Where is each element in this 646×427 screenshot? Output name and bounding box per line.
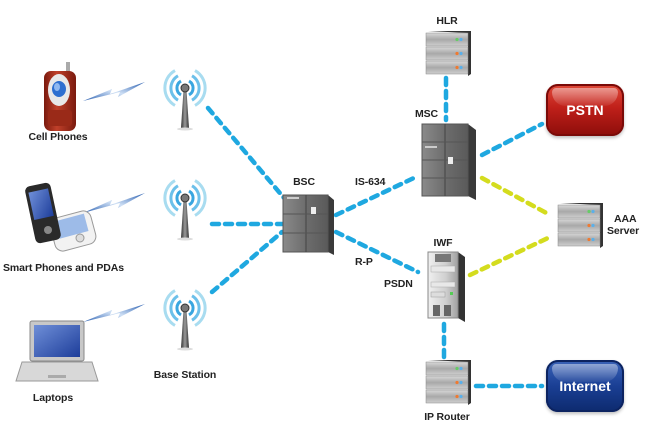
internet-node: Internet [546,360,624,412]
aaa-label-line1: AAA [614,213,637,225]
msc-cabinet-icon [421,123,476,200]
smartphone-pda-icon [25,182,97,252]
msc-label: MSC [415,108,439,120]
link-msc-to-pstn [479,121,545,158]
rp-link-label: R-P [355,256,373,268]
iwf-label: IWF [433,237,453,249]
aaa-label-line2: Server [607,225,640,237]
ip-router-label: IP Router [424,411,470,423]
aaa-server-rack-server-icon [557,203,603,248]
link-bs1-to-bsc [205,105,293,208]
bsc-label: BSC [293,176,315,188]
wireless-link-laptop [83,304,145,322]
laptop-icon [15,320,99,382]
laptops-label: Laptops [32,392,74,404]
link-bsc-to-iwf-rp [333,229,421,275]
iwf-tower-server-icon [427,251,465,322]
hlr-rack-server-icon [425,31,471,76]
base-station-label: Base Station [153,369,217,381]
ip-router-rack-server-icon [425,360,471,405]
link-msc-to-aaa [479,175,553,218]
hlr-label: HLR [436,15,458,27]
wireless-link-cell [83,82,145,101]
cell-phone-icon [44,62,76,131]
connection-links [205,75,553,389]
smart-phones-label: Smart Phones and PDAs [3,262,125,274]
pstn-label: PSTN [566,102,604,118]
link-bs3-to-bsc [209,229,285,295]
link-iwf-to-aaa [467,234,553,278]
is634-link-label: IS-634 [355,176,386,188]
cell-phones-label: Cell Phones [28,131,88,143]
base-station-3-antenna-icon [163,289,207,351]
internet-label: Internet [559,378,611,394]
pstn-node: PSTN [546,84,624,136]
wireless-link-smartphone [83,193,145,213]
base-station-2-antenna-icon [163,179,207,241]
bsc-cabinet-icon [282,194,334,255]
base-station-1-antenna-icon [163,69,207,131]
psdn-link-label: PSDN [384,278,413,290]
link-bsc-to-msc-is634 [333,173,421,218]
